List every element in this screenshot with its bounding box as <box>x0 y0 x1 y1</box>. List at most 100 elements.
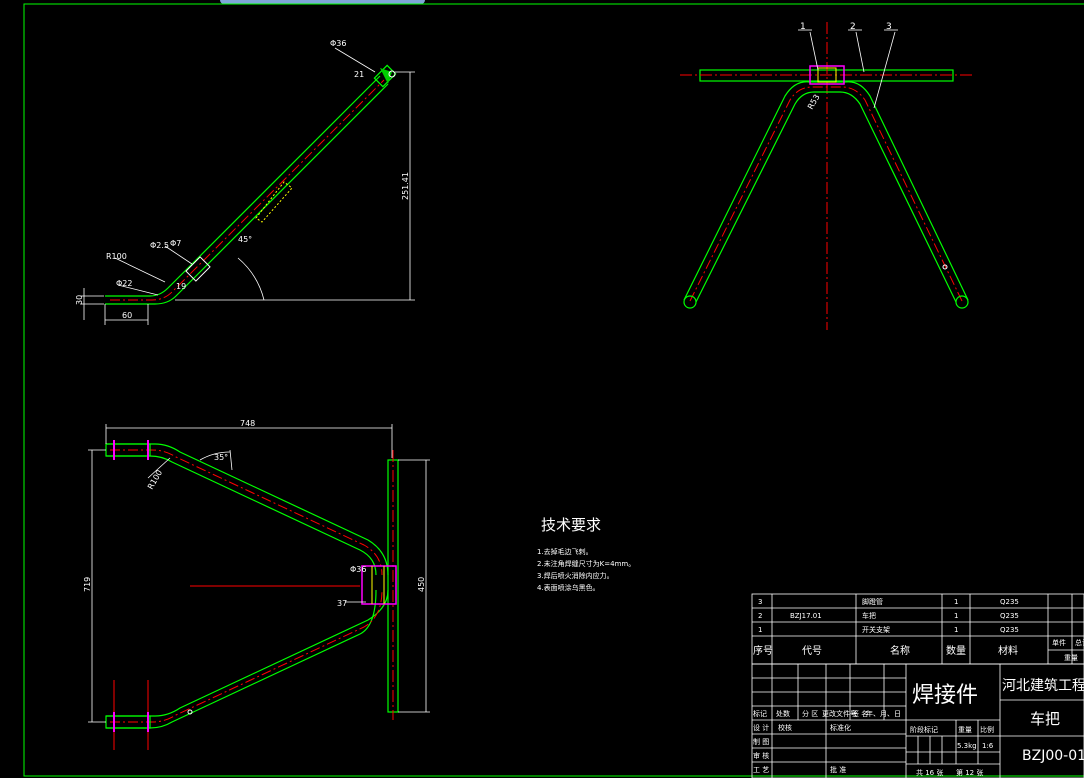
dim-side-r100: R100 <box>106 252 127 261</box>
side-end-fill <box>380 68 392 84</box>
bom-header-mat: 材料 <box>998 644 1018 657</box>
title-mark-5: 年、月、日 <box>866 709 901 718</box>
plan-lower-arm-inner <box>106 589 377 729</box>
title-mark-1: 处数 <box>776 709 790 718</box>
title-school: 河北建筑工程学 <box>1002 678 1084 694</box>
title-weight: 5.3kg <box>957 742 977 750</box>
bom-header-code: 代号 <box>802 645 822 657</box>
dim-side-phi22: Φ22 <box>116 279 132 288</box>
drawing-border <box>23 3 1084 777</box>
bom-header-no: 序号 <box>753 644 773 657</box>
bom-rows: 3 脚蹬管 1 Q235 2 BZJ17.01 车把 1 Q235 1 开关支架… <box>753 597 1084 662</box>
dim-side-19: 19 <box>176 282 186 291</box>
dim-side-phi7: Φ7 <box>170 239 181 248</box>
title-mark-0: 标记 <box>753 709 767 718</box>
bom-row-3-mat: Q235 <box>1000 598 1019 606</box>
title-role-process: 工 艺 <box>753 766 769 774</box>
tech-item-1: 1.去掉毛边飞刺。 <box>537 547 593 556</box>
tech-item-2: 2.未注角焊缝尺寸为K=4mm。 <box>537 559 635 568</box>
side-weld-hatch <box>255 181 293 223</box>
front-legs-outer <box>683 81 969 301</box>
front-callout-3: 3 <box>886 22 892 32</box>
plan-lower-arm-outer <box>106 589 389 717</box>
tech-item-3: 3.焊后喷火消除内应力。 <box>537 571 614 580</box>
front-dim-r53: R53 <box>806 93 822 111</box>
tech-requirements: 技术要求 1.去掉毛边飞刺。 2.未注角焊缝尺寸为K=4mm。 3.焊后喷火消除… <box>537 516 635 592</box>
front-weld-block <box>809 65 845 85</box>
plan-upper-arm-inner <box>106 455 377 576</box>
title-role-std: 标准化 <box>830 723 851 732</box>
front-right-foot <box>955 295 969 309</box>
title-weight-label: 重量 <box>958 726 972 734</box>
front-weld-inner <box>817 67 837 83</box>
title-stage-label: 阶段标记 <box>910 725 938 734</box>
dim-side-45deg: 45° <box>238 235 252 244</box>
window-tab-strip <box>220 0 425 4</box>
dim-plan-r100: R100 <box>146 468 164 491</box>
dim-plan-450: 450 <box>417 577 426 592</box>
bom-row-1-qty: 1 <box>954 626 958 634</box>
title-role-review: 审 核 <box>753 751 769 760</box>
title-part-type: 焊接件 <box>912 683 978 708</box>
bom-header-name: 名称 <box>890 644 910 657</box>
front-left-foot <box>683 295 697 309</box>
side-centerline <box>110 79 385 301</box>
title-role-check: 校核 <box>778 723 792 732</box>
plan-upper-arm-outer <box>106 443 389 576</box>
bom-row-2-no: 2 <box>758 612 762 620</box>
title-mark-4: 签 名 <box>852 709 868 718</box>
dim-side-60: 60 <box>122 311 132 320</box>
title-scale: 1:6 <box>982 742 994 750</box>
bom-header-single: 单件 <box>1052 638 1066 647</box>
plan-lower-arm-center <box>110 589 383 723</box>
title-role-draw: 制 图 <box>753 737 769 746</box>
bom-header-total: 总计 <box>1075 638 1084 647</box>
bom-row-1-no: 1 <box>758 626 762 634</box>
dim-side-phi25: Φ2.5 <box>150 241 169 250</box>
dim-side-251: 251.41 <box>401 172 410 200</box>
title-mark-2: 分 区 <box>802 709 818 718</box>
bom-row-2-mat: Q235 <box>1000 612 1019 620</box>
front-small-hole <box>942 264 948 270</box>
front-callout-2: 2 <box>850 22 856 32</box>
title-sheet-no: 第 12 张 <box>956 768 983 777</box>
bom-row-2-qty: 1 <box>954 612 958 620</box>
plan-view: 748 35° R100 719 450 Φ36 37 <box>83 419 430 750</box>
bom-row-3-no: 3 <box>758 598 762 606</box>
title-role-approve: 批 准 <box>830 765 846 774</box>
tech-title: 技术要求 <box>541 516 601 534</box>
bom-header-weight: 重量 <box>1064 654 1078 662</box>
title-drawing-no: BZJ00-01 <box>1022 748 1084 764</box>
side-tube-inner <box>105 83 389 305</box>
dim-plan-phi36: Φ36 <box>350 565 366 574</box>
dim-side-phi36: Φ36 <box>330 39 346 48</box>
title-scale-label: 比例 <box>980 725 994 734</box>
bom-row-2-code: BZJ17.01 <box>790 612 822 620</box>
front-view: 1 2 3 R53 <box>680 22 975 330</box>
front-legs-inner <box>695 91 957 303</box>
bom-row-3-qty: 1 <box>954 598 958 606</box>
title-role-design: 设 计 <box>753 723 769 732</box>
tech-item-4: 4.表面喷涂乌黑色。 <box>537 583 600 592</box>
plan-junction-weld <box>361 565 397 605</box>
dim-plan-719: 719 <box>83 577 92 592</box>
front-callout-1: 1 <box>800 22 806 32</box>
bom-row-3-name: 脚蹬管 <box>862 597 883 606</box>
dim-side-21: 21 <box>354 70 364 79</box>
side-pivot-hole <box>388 70 396 78</box>
side-view: Φ36 21 251.41 45° Φ7 Φ2.5 19 R100 Φ22 30… <box>75 39 415 325</box>
title-block-grid <box>751 663 1084 778</box>
bom-row-1-name: 开关支架 <box>862 625 890 634</box>
title-part-name: 车把 <box>1030 710 1060 728</box>
dim-plan-37: 37 <box>337 599 347 608</box>
title-mark-3: 更改文件号 <box>822 709 857 718</box>
side-tube-outer <box>105 75 381 297</box>
bom-row-2-name: 车把 <box>862 611 876 620</box>
title-block-text: 焊接件 河北建筑工程学 车把 BZJ00-01 标记 处数 分 区 更改文件号 … <box>753 678 1084 777</box>
plan-upper-arm-center <box>110 449 383 576</box>
dim-plan-35deg: 35° <box>214 453 228 462</box>
side-bracket <box>185 256 211 282</box>
dim-side-30: 30 <box>75 295 84 305</box>
bom-header-qty: 数量 <box>946 644 966 657</box>
